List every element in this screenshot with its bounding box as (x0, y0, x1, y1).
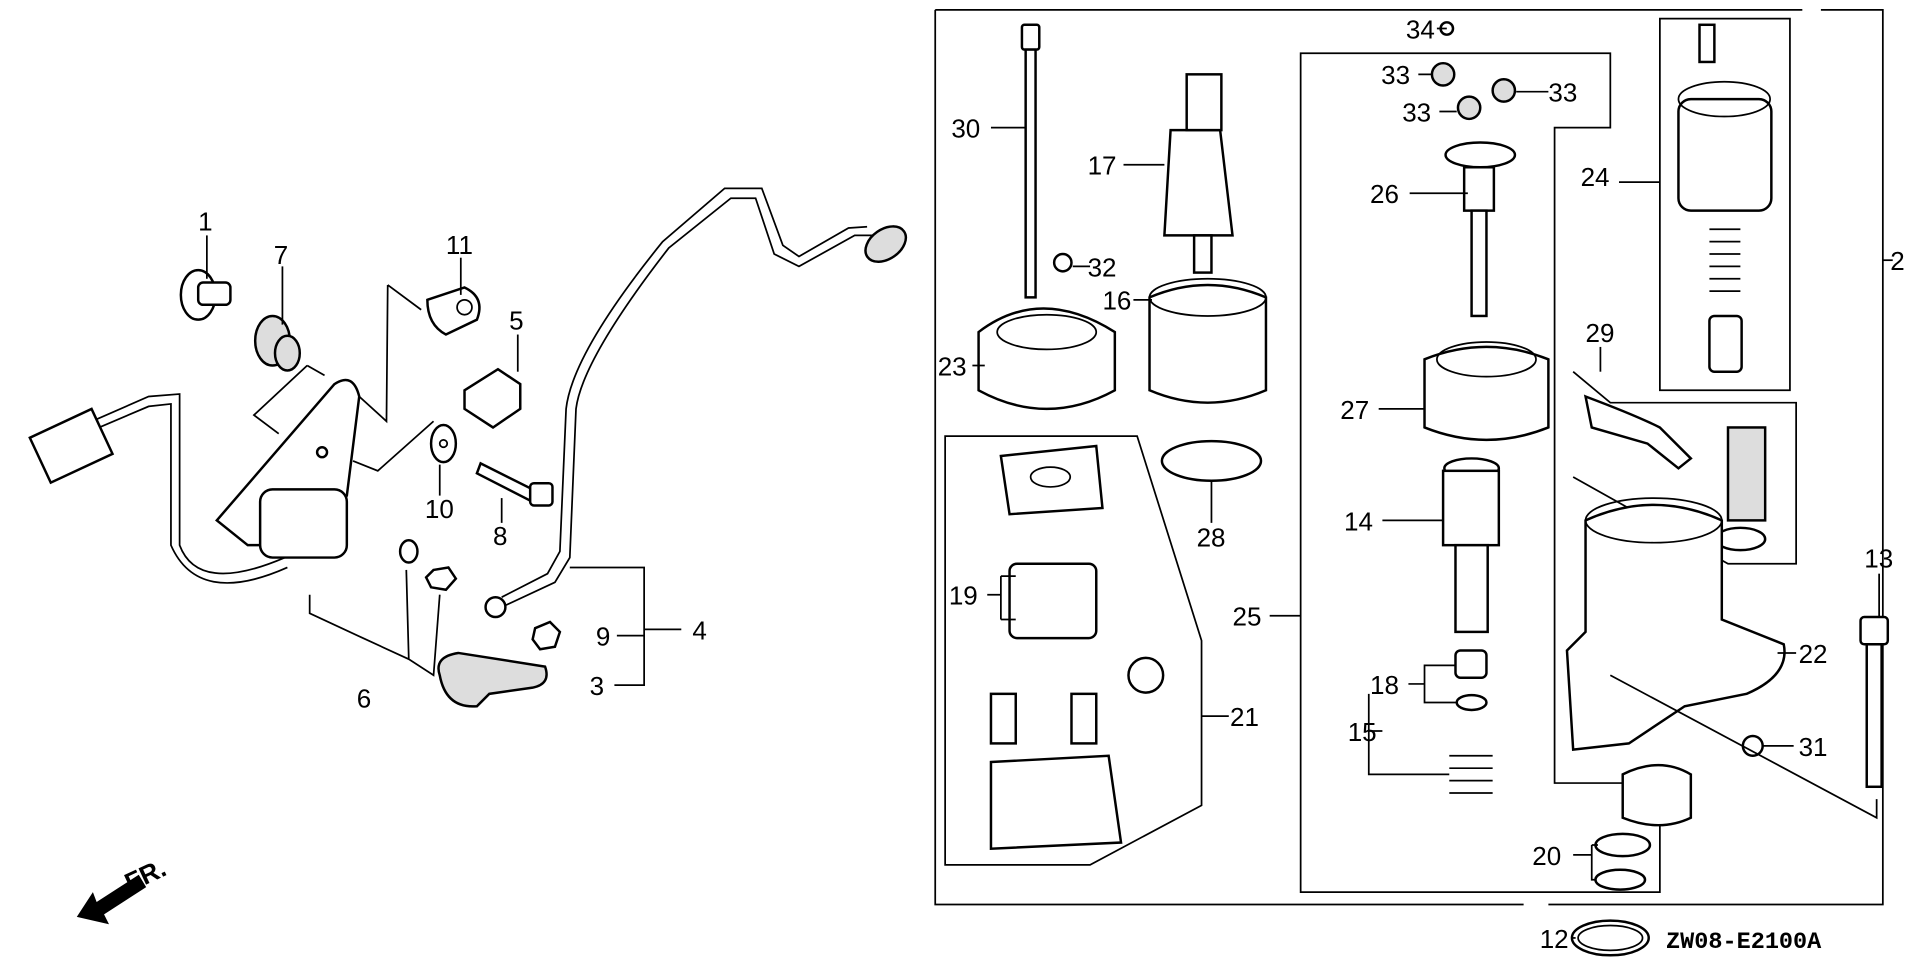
callout-14: 14 (1344, 506, 1373, 536)
callout-16: 16 (1102, 286, 1131, 316)
starter-relay (258, 488, 349, 559)
callout-19: 19 (949, 581, 978, 611)
callout-3: 3 (590, 671, 604, 701)
relay-assembly: FR. (28, 187, 908, 925)
starter-motor-assembly (934, 9, 1893, 957)
callout-28: 28 (1197, 522, 1226, 552)
callout-17: 17 (1088, 151, 1117, 181)
callout-33a: 33 (1381, 60, 1410, 90)
callout-1: 1 (198, 206, 212, 236)
callout-23: 23 (938, 351, 967, 381)
callout-26: 26 (1370, 179, 1399, 209)
callout-5: 5 (509, 306, 523, 336)
drawing-code: ZW08-E2100A (1666, 929, 1822, 956)
callout-15: 15 (1348, 717, 1377, 747)
callout-2: 2 (1890, 246, 1904, 276)
callout-34: 34 (1406, 14, 1435, 44)
callout-20: 20 (1532, 841, 1561, 871)
callout-18: 18 (1370, 670, 1399, 700)
callout-4: 4 (692, 615, 706, 645)
callout-6: 6 (357, 683, 371, 713)
callout-22: 22 (1799, 639, 1828, 669)
coupler-connector (28, 407, 115, 485)
callout-10: 10 (425, 494, 454, 524)
callout-29: 29 (1586, 318, 1615, 348)
callout-33c: 33 (1402, 97, 1431, 127)
callout-7: 7 (274, 240, 288, 270)
callout-12: 12 (1540, 924, 1569, 954)
callout-27: 27 (1340, 395, 1369, 425)
callout-11: 11 (446, 230, 473, 260)
callout-32: 32 (1088, 252, 1117, 282)
callout-8: 8 (493, 521, 507, 551)
callout-9: 9 (596, 622, 610, 652)
front-direction-arrow: FR. (76, 853, 171, 925)
callout-31: 31 (1799, 732, 1828, 762)
callout-labels: 1 7 11 5 10 8 6 9 3 4 30 17 32 16 23 28 … (198, 14, 1905, 955)
callout-13: 13 (1864, 543, 1893, 573)
callout-30: 30 (951, 114, 980, 144)
callout-21: 21 (1230, 702, 1259, 732)
callout-24: 24 (1581, 162, 1610, 192)
callout-25: 25 (1233, 602, 1262, 632)
callout-33b: 33 (1548, 78, 1577, 108)
